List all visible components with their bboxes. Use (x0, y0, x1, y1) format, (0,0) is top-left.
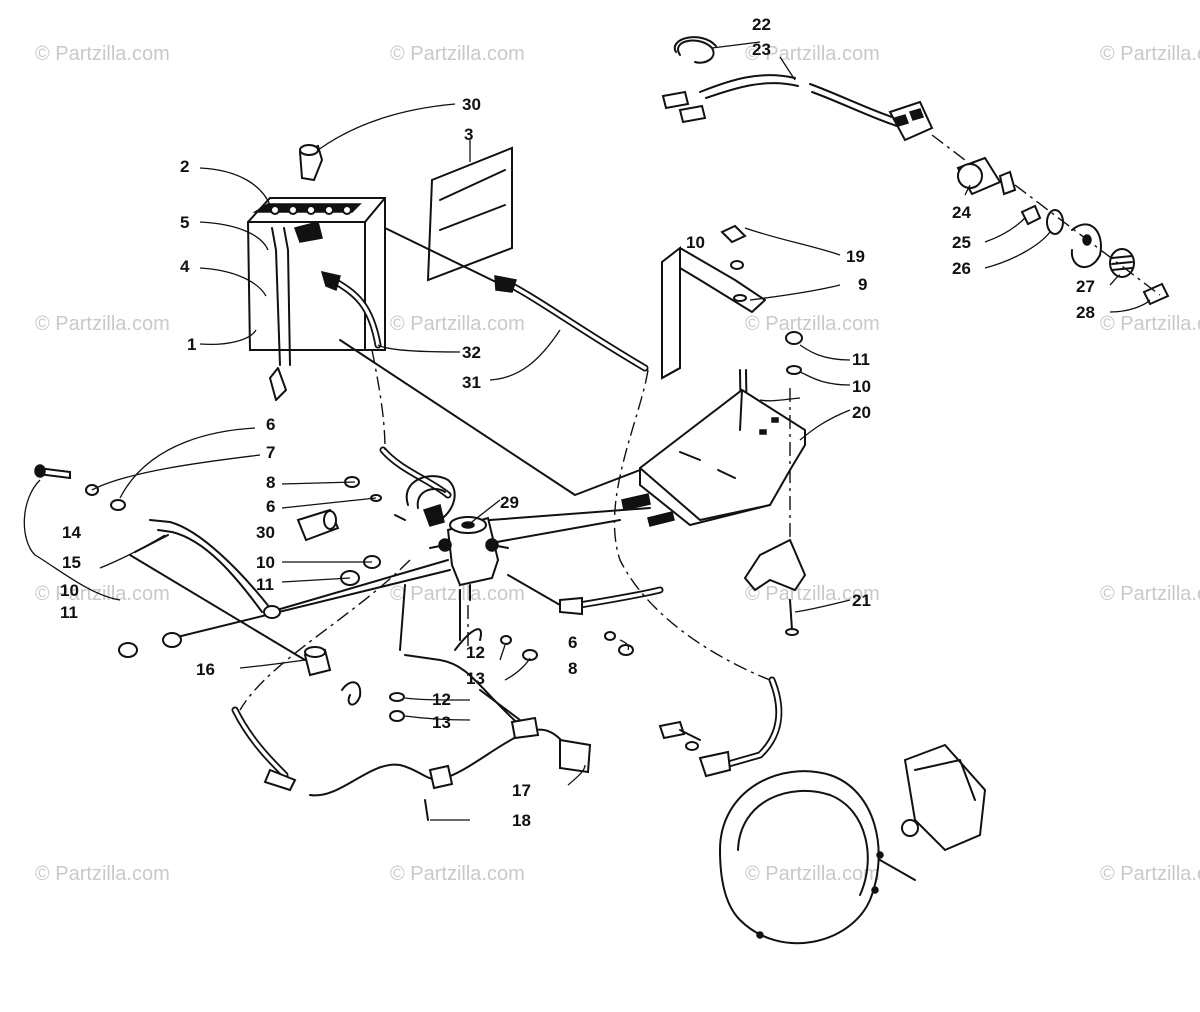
terminal-boot (298, 144, 324, 182)
callout-8: 8 (568, 659, 577, 678)
watermark: © Partzilla.com (390, 863, 525, 885)
watermark: © Partzilla.com (1100, 313, 1200, 335)
nut (118, 642, 138, 658)
callout-26: 26 (952, 259, 971, 278)
callout-27: 27 (1076, 277, 1095, 296)
washer (162, 632, 182, 648)
callout-7: 7 (266, 443, 275, 462)
callout-11: 11 (852, 350, 870, 369)
key-switch-harness (661, 36, 934, 142)
small-leads (389, 584, 538, 731)
callout-21: 21 (852, 591, 871, 610)
spacer (129, 554, 362, 706)
callout-6: 6 (266, 415, 275, 434)
callout-9: 9 (858, 275, 867, 294)
routing-line (931, 134, 966, 161)
callout-3: 3 (464, 125, 473, 144)
watermark: © Partzilla.com (35, 583, 170, 605)
watermark: © Partzilla.com (1100, 43, 1200, 65)
starter-ring (719, 743, 987, 945)
ground-cable (494, 275, 649, 372)
watermark: © Partzilla.com (390, 583, 525, 605)
callout-5: 5 (180, 213, 189, 232)
insulator-sheet (426, 146, 513, 282)
solenoid-cables (379, 446, 456, 527)
callout-16: 16 (196, 660, 215, 679)
callout-6: 6 (568, 633, 577, 652)
callouts: 30 3 2 5 4 1 32 31 22 23 24 25 26 27 28 … (60, 15, 1095, 830)
callout-18: 18 (512, 811, 531, 830)
callout-10: 10 (256, 553, 275, 572)
watermark: © Partzilla.com (745, 313, 880, 335)
callout-11: 11 (256, 575, 274, 594)
callout-19: 19 (846, 247, 865, 266)
solenoid (429, 516, 509, 601)
battery-cable (320, 270, 382, 349)
callout-20: 20 (852, 403, 871, 422)
callout-17: 17 (512, 781, 531, 800)
hold-down-bracket (661, 245, 766, 380)
watermark: © Partzilla.com (1100, 583, 1200, 605)
nut-washer-right (785, 331, 803, 375)
callout-22: 22 (752, 15, 771, 34)
watermark: © Partzilla.com (745, 43, 880, 65)
battery (246, 197, 386, 351)
callout-10: 10 (852, 377, 871, 396)
callout-11: 11 (60, 603, 78, 622)
callout-24: 24 (952, 203, 971, 222)
key-switch (956, 156, 1170, 306)
stud (647, 511, 675, 527)
callout-13: 13 (466, 669, 485, 688)
wing-nut (720, 224, 747, 270)
watermark: © Partzilla.com (35, 43, 170, 65)
solenoid-right-cable (507, 574, 664, 656)
callout-23: 23 (752, 40, 771, 59)
watermark: © Partzilla.com (35, 313, 170, 335)
stud (621, 493, 651, 511)
watermark: © Partzilla.com (35, 863, 170, 885)
watermark: © Partzilla.com (745, 583, 880, 605)
lower-harness (231, 689, 592, 821)
routing-line (371, 349, 386, 451)
leader-lines (23, 41, 1151, 821)
solenoid-wire (269, 559, 449, 613)
routing-line (613, 369, 771, 681)
callout-29: 29 (500, 493, 519, 512)
callout-31: 31 (462, 373, 481, 392)
mount-bar (479, 519, 621, 546)
routing-line (239, 559, 411, 711)
callout-25: 25 (952, 233, 971, 252)
watermark: © Partzilla.com (390, 43, 525, 65)
callout-6: 6 (266, 497, 275, 516)
callout-4: 4 (180, 257, 190, 276)
mount-bar (339, 339, 641, 496)
callout-32: 32 (462, 343, 481, 362)
callout-28: 28 (1076, 303, 1095, 322)
callout-10: 10 (60, 581, 79, 600)
positive-lead (384, 227, 501, 285)
routing-line (1014, 184, 1161, 296)
callout-12: 12 (432, 690, 451, 709)
callout-30: 30 (256, 523, 275, 542)
callout-12: 12 (466, 643, 485, 662)
callout-1: 1 (187, 335, 196, 354)
watermark: © Partzilla.com (745, 863, 880, 885)
callout-2: 2 (180, 157, 189, 176)
callout-14: 14 (62, 523, 81, 542)
solenoid-wire (164, 569, 451, 641)
watermark: © Partzilla.com (390, 313, 525, 335)
callout-8: 8 (266, 473, 275, 492)
callout-10: 10 (686, 233, 705, 252)
terminal-boot-lower (296, 508, 340, 542)
callout-13: 13 (432, 713, 451, 732)
mount (743, 538, 807, 636)
callout-15: 15 (62, 553, 81, 572)
watermark: © Partzilla.com (1100, 863, 1200, 885)
watermarks: © Partzilla.com © Partzilla.com © Partzi… (35, 43, 1200, 885)
battery-tray (639, 369, 806, 527)
callout-30: 30 (462, 95, 481, 114)
starter-cable (658, 676, 783, 778)
battery-strap (269, 227, 291, 401)
